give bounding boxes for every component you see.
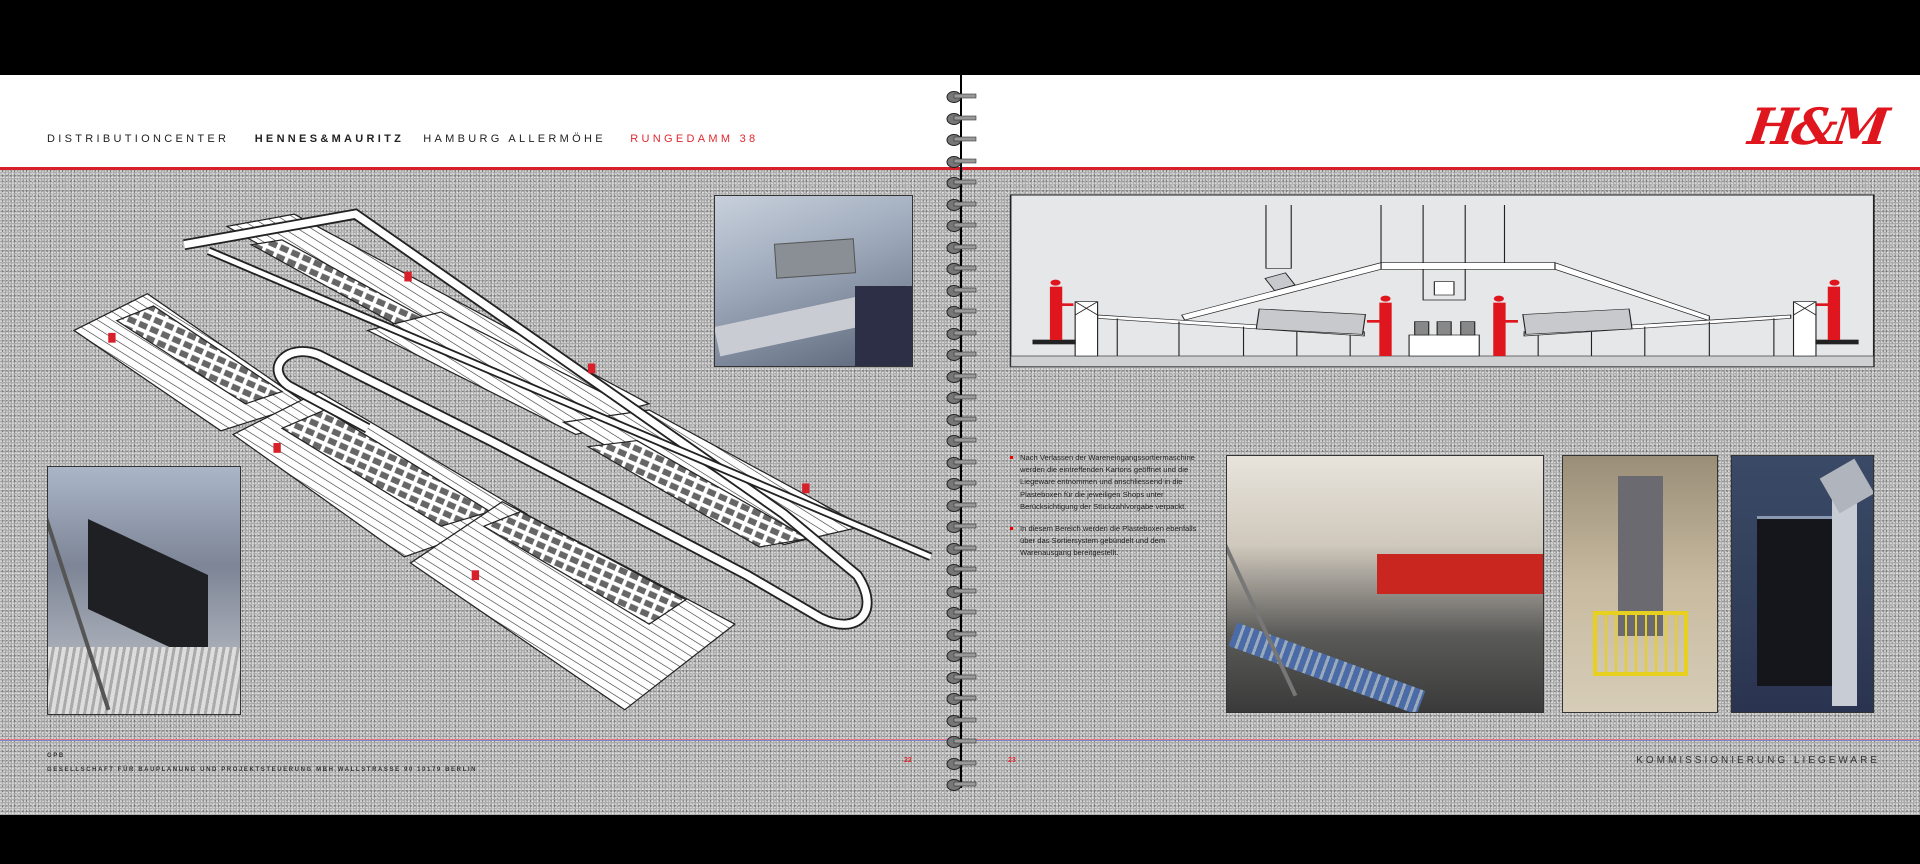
binding-ring	[943, 649, 977, 662]
header-part-3: HAMBURG ALLERMÖHE	[423, 133, 606, 145]
binding-ring	[943, 714, 977, 727]
photo-picking-area	[1226, 455, 1544, 713]
page-number-right: 23	[1008, 757, 1016, 764]
binding-ring	[943, 606, 977, 619]
platform	[409, 501, 736, 711]
elevation-diagram	[1009, 194, 1875, 368]
binding-ring	[943, 348, 977, 361]
platform	[115, 305, 284, 405]
footer-divider	[0, 739, 960, 741]
binding-ring	[943, 456, 977, 469]
page-number-left: 22	[904, 757, 912, 764]
binding-ring	[943, 112, 977, 125]
worker-figures	[1049, 279, 1841, 356]
binding-ring	[943, 499, 977, 512]
section-title: KOMMISSIONIERUNG LIEGEWARE	[1636, 755, 1880, 766]
binding-ring	[943, 305, 977, 318]
binding-ring	[943, 155, 977, 168]
binding-ring	[943, 778, 977, 791]
worker-figure	[1049, 279, 1074, 340]
binding-ring	[943, 176, 977, 189]
footer-company-short: GPB	[47, 753, 65, 759]
header-part-1: DISTRIBUTIONCENTER	[47, 133, 230, 145]
photo-yellow-cage-lift	[1562, 455, 1718, 713]
binding-ring	[943, 327, 977, 340]
header-divider	[960, 167, 1920, 170]
binding-ring	[943, 241, 977, 254]
conveyor-loop	[183, 208, 933, 630]
binding-ring	[943, 413, 977, 426]
bullet-text-2: In diesem Bereich werden die Plasteboxen…	[1010, 523, 1210, 560]
binding-ring	[943, 671, 977, 684]
binding-ring	[943, 219, 977, 232]
binding-ring	[943, 391, 977, 404]
page-header: DISTRIBUTIONCENTER HENNES&MAURITZ HAMBUR…	[47, 133, 758, 145]
red-markers	[108, 271, 810, 581]
binding-ring	[943, 735, 977, 748]
header-divider	[0, 167, 960, 170]
binding-ring	[943, 133, 977, 146]
worker-figure	[1366, 295, 1392, 356]
header-part-2: HENNES&MAURITZ	[254, 133, 405, 145]
binding-ring	[943, 434, 977, 447]
binding-ring	[943, 542, 977, 555]
binding-ring	[943, 477, 977, 490]
binding-ring	[943, 90, 977, 103]
binding-ring	[943, 198, 977, 211]
photo-box-stacker	[1731, 455, 1874, 713]
platform	[561, 409, 866, 546]
binding-ring	[943, 370, 977, 383]
bullet-text-1: Nach Verlassen der Wareneingangssortierm…	[1010, 452, 1210, 513]
binding-ring	[943, 284, 977, 297]
worker-figure	[1493, 295, 1518, 356]
spine	[960, 75, 962, 788]
footer-divider	[960, 739, 1920, 741]
binding-ring	[943, 757, 977, 770]
photo-conveyor-ramp	[47, 466, 241, 715]
header-address: RUNGEDAMM 38	[630, 133, 759, 145]
binding-ring	[943, 628, 977, 641]
binding-ring	[943, 520, 977, 533]
binding-ring	[943, 262, 977, 275]
platform	[482, 510, 688, 625]
worker-figure	[1816, 279, 1841, 340]
footer-company-full: GESELLSCHAFT FÜR BAUPLANUNG UND PROJEKTS…	[47, 767, 478, 773]
binding-ring	[943, 692, 977, 705]
photo-conveyor-box	[714, 195, 913, 367]
binding-ring	[943, 563, 977, 576]
binding-ring	[943, 585, 977, 598]
